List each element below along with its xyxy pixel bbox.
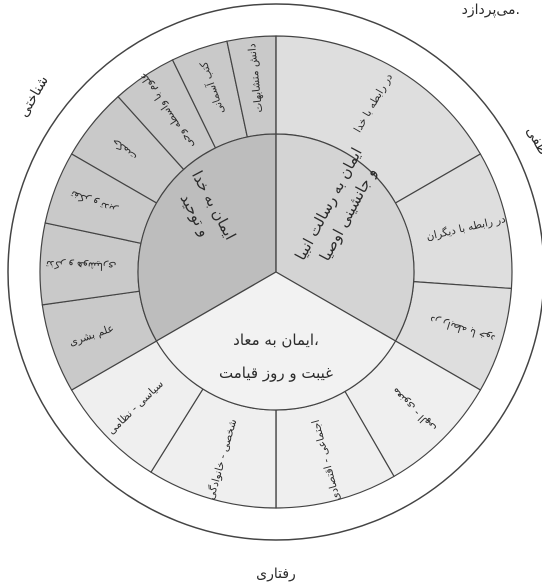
top-text-fragment: می‌پردازد. <box>462 2 520 18</box>
dimension-label-behavioral: رفتاری <box>256 566 296 582</box>
sector-label: تذکر و هوشیاری <box>46 258 117 272</box>
center-resurrection-line2: غیبت و روز قیامت <box>219 364 333 382</box>
center-resurrection-line1: ایمان به معاد، <box>233 331 319 349</box>
dimension-label-emotional: عاطفی <box>523 124 542 169</box>
dimension-label-cognitive: شناختی <box>16 73 52 120</box>
